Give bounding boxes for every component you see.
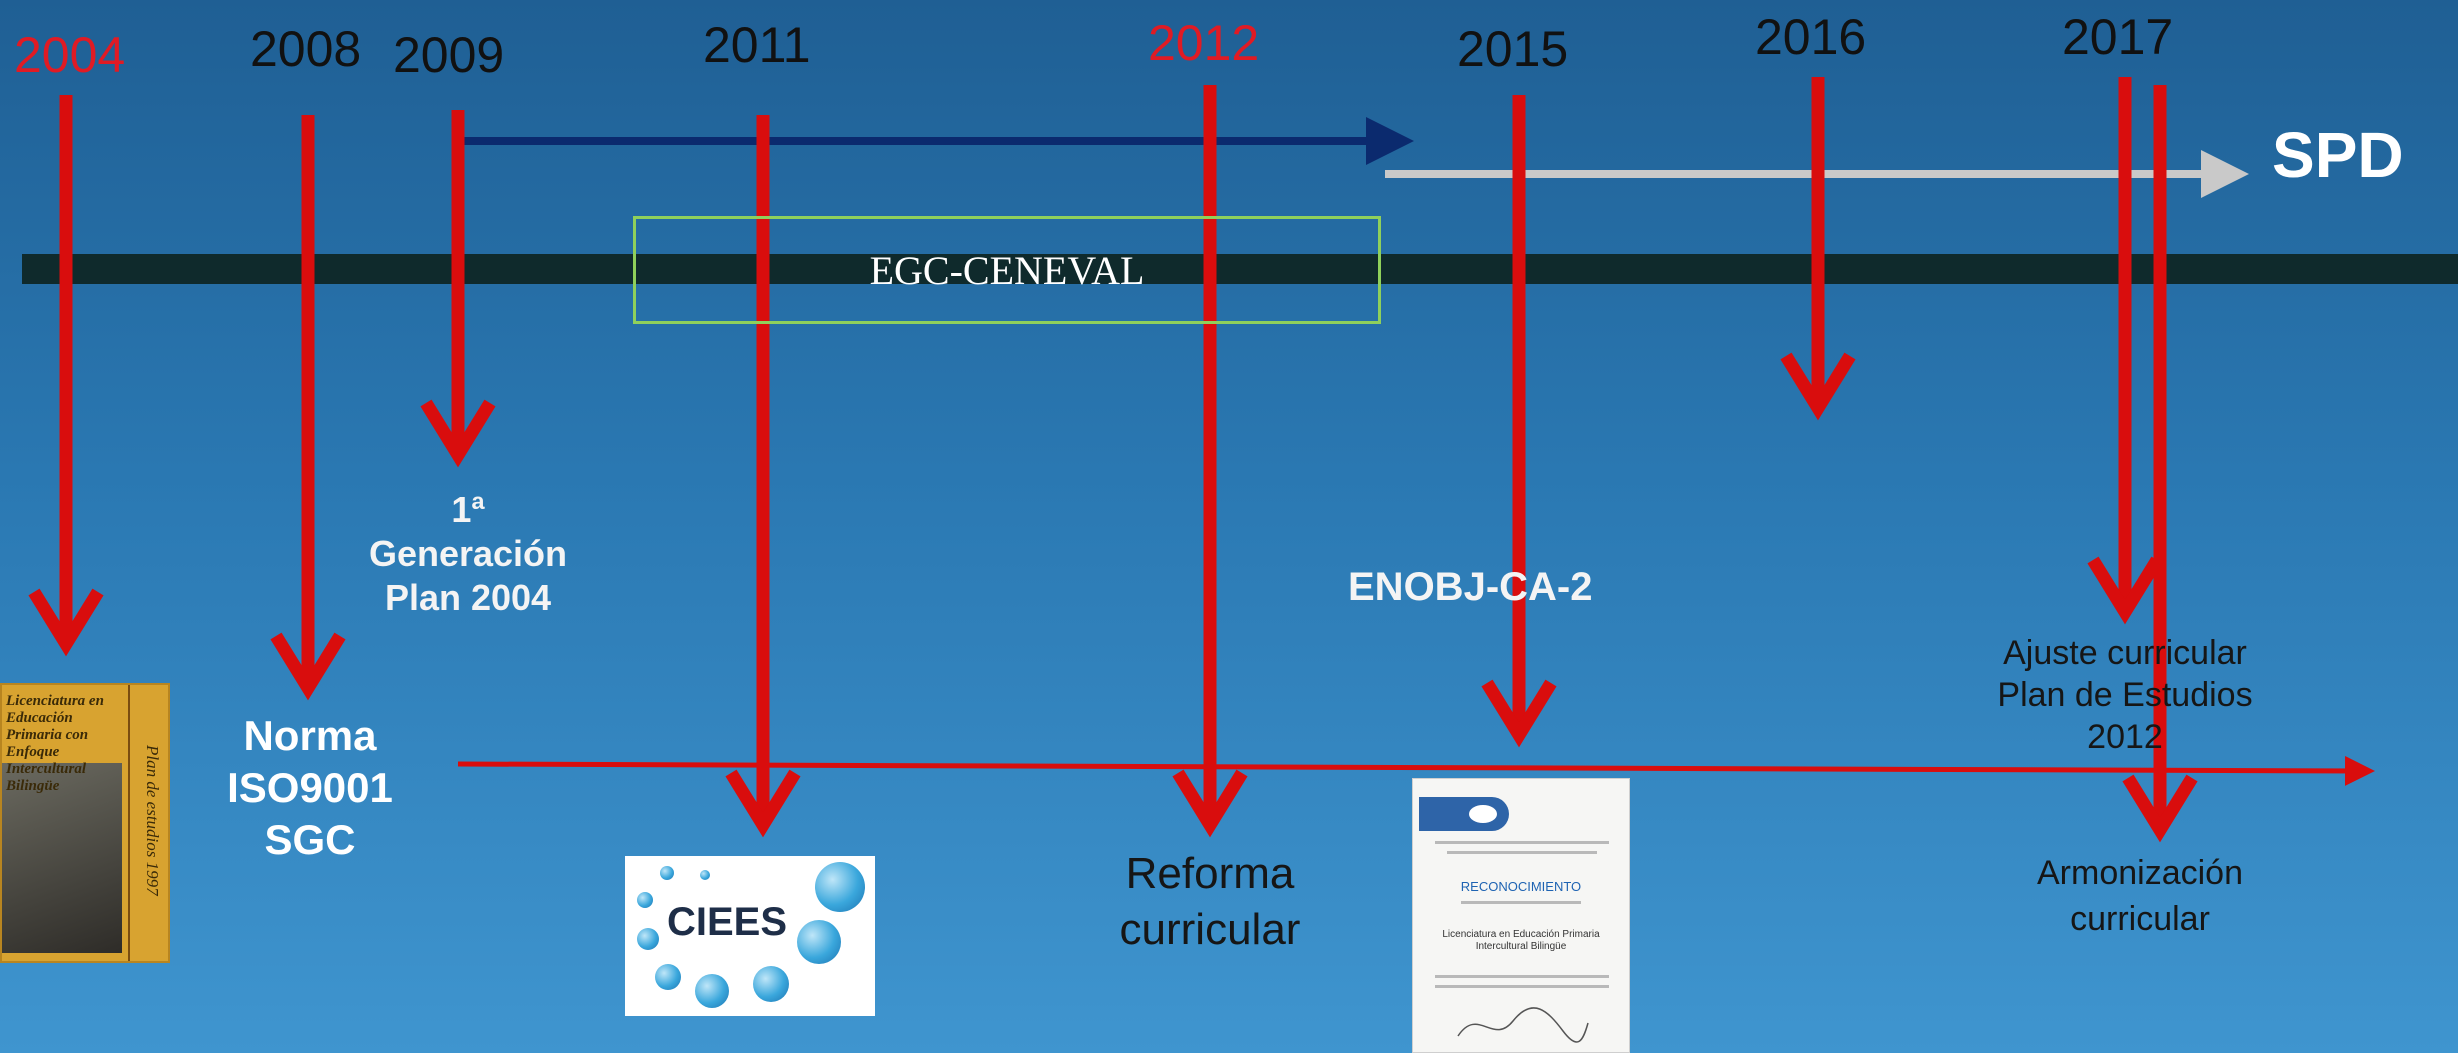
generacion-line-3: Plan 2004 <box>384 577 552 618</box>
ajuste-line-2: Plan de Estudios <box>1997 676 2253 714</box>
ciees-bubble <box>695 974 729 1008</box>
armonizacion-line-1: Armonización <box>2037 854 2243 892</box>
certificate-text-line <box>1435 841 1609 844</box>
ciees-bubble <box>815 862 865 912</box>
book-title: Licenciatura en Educación Primaria con E… <box>6 693 104 794</box>
ajuste-line-3: 2012 <box>2087 718 2163 756</box>
arrow-2017-a <box>2087 77 2163 625</box>
book-cover-icon: Licenciatura en Educación Primaria con E… <box>0 683 170 963</box>
norma-label: Norma ISO9001 SGC <box>190 710 430 866</box>
egc-ceneval-box: EGC-CENEVAL <box>633 216 1381 324</box>
arrow-2004 <box>28 95 104 657</box>
red-horizontal-arrow <box>457 755 2375 786</box>
certificate-program-line-2: Intercultural Bilingüe <box>1475 941 1567 952</box>
ciees-bubble <box>700 870 710 880</box>
ciees-wordmark: CIEES <box>667 900 788 944</box>
year-2008: 2008 <box>250 21 362 77</box>
arrow-2015 <box>1481 95 1557 748</box>
certificate-text-line <box>1435 985 1609 988</box>
norma-line-2: ISO9001 <box>227 764 393 811</box>
generacion-line-1: 1ª <box>451 489 485 530</box>
reforma-label: Reforma curricular <box>1090 846 1330 958</box>
year-2004: 2004 <box>14 27 126 83</box>
book-vertical-title: Plan de estudios 1997 <box>143 745 162 896</box>
enobj-label: ENOBJ-CA-2 <box>1348 565 1593 609</box>
year-2016: 2016 <box>1755 9 1867 65</box>
year-2011: 2011 <box>703 17 811 73</box>
ajuste-label: Ajuste curricular Plan de Estudios 2012 <box>1960 632 2290 758</box>
ciees-bubble <box>637 928 659 950</box>
arrow-2016 <box>1780 77 1856 421</box>
egc-ceneval-label: EGC-CENEVAL <box>869 247 1145 293</box>
certificate-heading: RECONOCIMIENTO <box>1460 879 1582 894</box>
timeline-bar <box>22 254 2458 284</box>
generacion-label: 1ª Generación Plan 2004 <box>338 488 598 620</box>
arrow-2012 <box>1172 85 1248 838</box>
ciees-bubble <box>637 892 653 908</box>
arrow-2008 <box>270 115 346 701</box>
norma-line-3: SGC <box>264 816 356 863</box>
year-2009: 2009 <box>393 27 505 83</box>
generacion-line-2: Generación <box>368 533 568 574</box>
ciees-bubble <box>655 964 681 990</box>
book-spine-strip <box>128 685 168 961</box>
spd-label: SPD <box>2272 119 2404 191</box>
arrow-2009 <box>420 110 496 468</box>
reforma-line-1: Reforma <box>1125 849 1295 898</box>
certificate-program: Licenciatura en Educación Primaria Inter… <box>1413 929 1629 953</box>
ciees-logo-icon: CIEES <box>625 856 875 1016</box>
ciees-bubble <box>660 866 674 880</box>
signature-icon <box>1457 1007 1589 1043</box>
year-2015: 2015 <box>1457 21 1569 77</box>
book-photo <box>2 763 122 953</box>
arrow-2017-b <box>2122 85 2198 843</box>
armonizacion-line-2: curricular <box>2070 900 2210 938</box>
ciees-bubble <box>753 966 789 1002</box>
certificate-icon: RECONOCIMIENTO Licenciatura en Educación… <box>1412 778 1630 1053</box>
certificate-logo <box>1419 797 1509 831</box>
certificate-program-line-1: Licenciatura en Educación Primaria <box>1442 929 1600 940</box>
ajuste-line-1: Ajuste curricular <box>2003 634 2247 672</box>
certificate-text-line <box>1461 901 1581 904</box>
norma-line-1: Norma <box>243 712 377 759</box>
ciees-bubble <box>797 920 841 964</box>
certificate-text-line <box>1447 851 1597 854</box>
reforma-line-2: curricular <box>1119 905 1301 954</box>
year-2012: 2012 <box>1148 15 1260 71</box>
armonizacion-label: Armonización curricular <box>2020 850 2260 942</box>
certificate-text-line <box>1435 975 1609 978</box>
arrow-2011 <box>725 115 801 838</box>
year-2017: 2017 <box>2062 9 2174 65</box>
